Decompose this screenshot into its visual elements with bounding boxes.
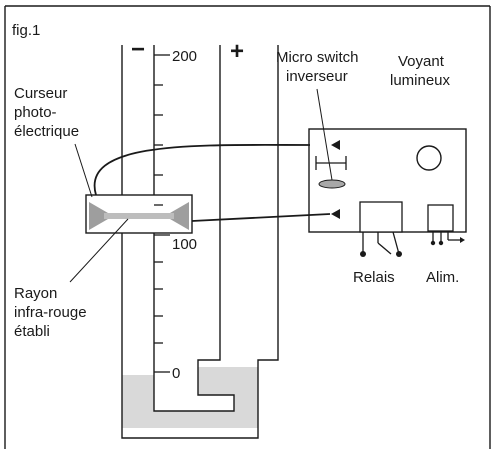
u-tube-inner-left xyxy=(153,45,235,412)
figure-label: fig.1 xyxy=(12,22,40,39)
leader-cursor xyxy=(74,143,93,198)
power-supply-icon xyxy=(427,204,460,243)
control-box xyxy=(308,128,467,257)
micro-switch-icon xyxy=(315,156,347,170)
scale-tick-label: 0 xyxy=(172,365,180,382)
relay-icon xyxy=(359,201,403,255)
label-alim: Alim. xyxy=(426,269,459,286)
label-cursor-line2: photo- xyxy=(14,104,57,121)
leader-ray xyxy=(69,218,129,283)
ir-receiver-icon xyxy=(170,202,189,230)
label-micro-switch-line2: inverseur xyxy=(286,68,348,85)
fluid-right-column xyxy=(234,367,258,411)
label-cursor-line1: Curseur xyxy=(14,85,67,102)
scale-minus-sign: − xyxy=(131,36,145,63)
label-ray-line1: Rayon xyxy=(14,285,57,302)
annotation-labels: Curseur photo- électrique Rayon infra-ro… xyxy=(14,49,459,340)
u-tube-outer xyxy=(121,45,279,439)
signal-wires xyxy=(93,143,331,222)
micro-switch-lever-icon xyxy=(318,179,346,189)
label-ray-line2: infra-rouge xyxy=(14,304,87,321)
power-terminals xyxy=(430,237,465,246)
label-voyant-line2: lumineux xyxy=(390,72,451,89)
ir-emitter-icon xyxy=(89,202,108,230)
ir-beam xyxy=(104,213,174,219)
wire-cursor-to-switch xyxy=(93,143,311,196)
label-leaders xyxy=(69,88,333,283)
label-cursor-line3: électrique xyxy=(14,123,79,140)
fluid-left-column xyxy=(122,375,258,428)
wire-arrowheads xyxy=(331,140,340,219)
u-tube xyxy=(121,45,279,439)
scale-plus-sign: + xyxy=(230,38,244,65)
photo-cursor xyxy=(85,194,193,234)
label-voyant-line1: Voyant xyxy=(398,53,445,70)
scale-tick-label: 100 xyxy=(172,236,197,253)
label-relais: Relais xyxy=(353,269,395,286)
figure-frame xyxy=(4,5,491,449)
scale-tick-label: 200 xyxy=(172,48,197,65)
u-tube-fluid xyxy=(122,367,258,428)
label-micro-switch-line1: Micro switch xyxy=(276,49,359,66)
label-ray-line3: établi xyxy=(14,323,50,340)
indicator-light-icon xyxy=(416,145,442,171)
scale-ticks xyxy=(154,54,170,373)
relay-terminals xyxy=(360,251,402,257)
leader-micro-switch xyxy=(316,88,333,181)
wire-cursor-to-relay xyxy=(191,213,331,222)
